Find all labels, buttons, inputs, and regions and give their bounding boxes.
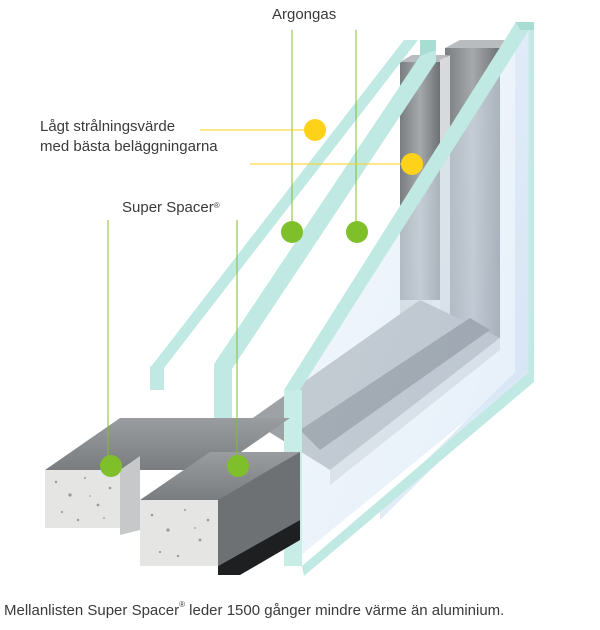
- argon-dot-1: [281, 221, 303, 243]
- spacer-dot-1: [100, 455, 122, 477]
- argon-dot-2: [346, 221, 368, 243]
- spacer-bar-right: [140, 452, 300, 575]
- argon-gas-label: Argongas: [272, 6, 337, 23]
- registered-mark: ®: [213, 201, 220, 210]
- triple-glazing-cross-section: [45, 22, 534, 576]
- coating-dot-1: [304, 119, 326, 141]
- low-emissivity-line-2: med bästa beläggningarna: [40, 138, 218, 155]
- spacer-dot-2: [227, 455, 249, 477]
- super-spacer-label: Super Spacer®: [122, 198, 220, 218]
- glass-pane-left: [150, 40, 418, 390]
- spacer-foam-texture: [54, 477, 210, 558]
- coating-leader-lines: [200, 129, 412, 165]
- coating-dot-2: [401, 153, 423, 175]
- low-emissivity-line-1: Lågt strålningsvärde: [40, 118, 176, 135]
- caption-after: leder 1500 gånger mindre värme än alumin…: [185, 602, 505, 619]
- caption-before: Mellanlisten Super Spacer: [4, 602, 180, 619]
- low-emissivity-label: Lågt strålningsvärde med bästa beläggnin…: [40, 117, 218, 157]
- super-spacer-text: Super Spacer: [122, 199, 214, 216]
- caption-registered-mark: ®: [179, 600, 185, 609]
- caption: Mellanlisten Super Spacer® leder 1500 gå…: [4, 600, 505, 619]
